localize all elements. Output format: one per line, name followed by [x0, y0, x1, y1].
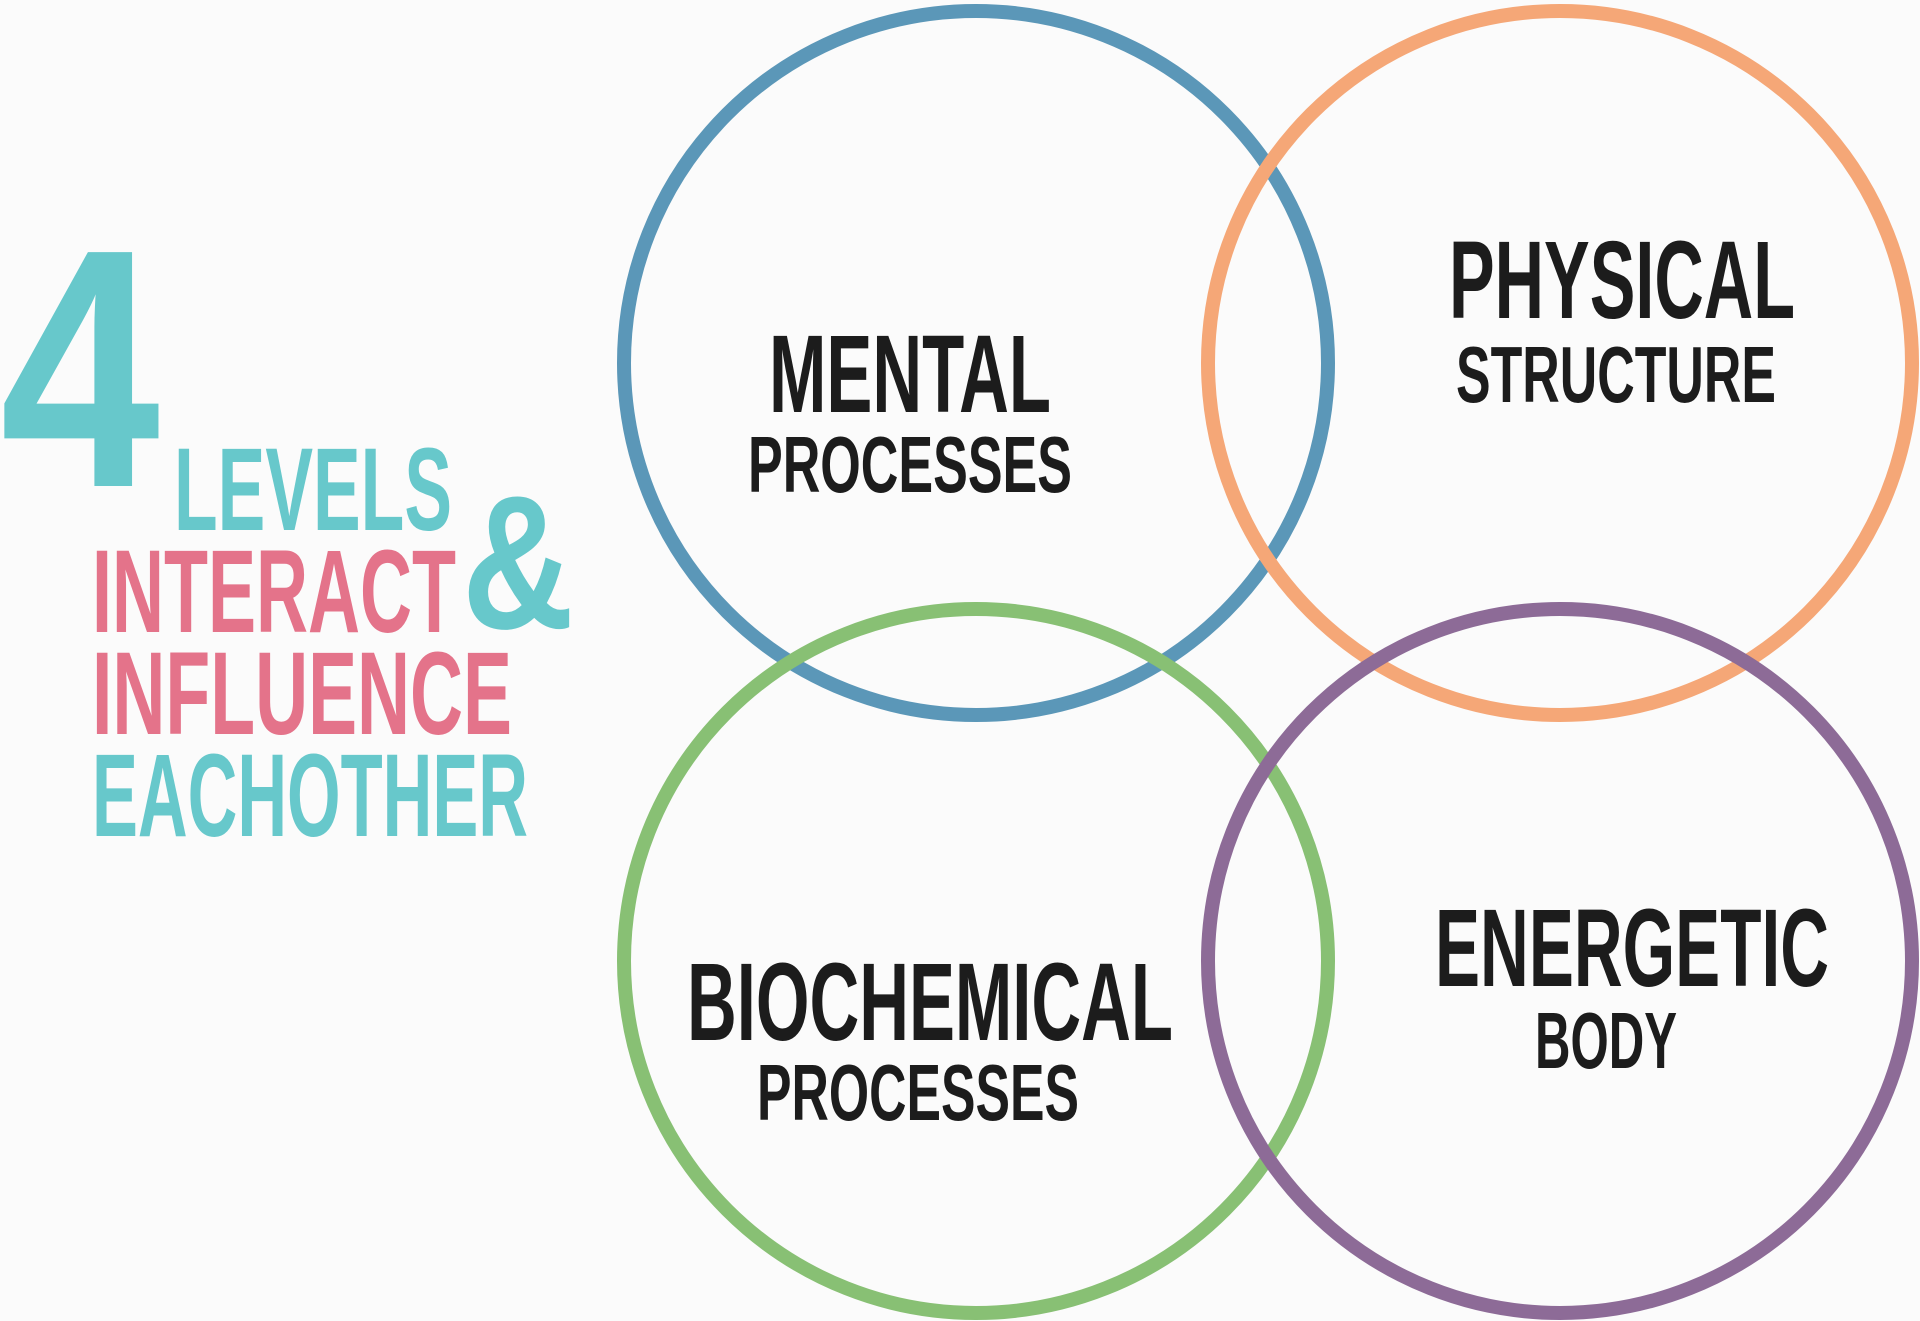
heading-ampersand: & [462, 457, 574, 669]
label-physical-subtitle: STRUCTURE [1456, 330, 1776, 419]
label-physical-title: PHYSICAL [1449, 219, 1795, 342]
circle-biochemical [617, 602, 1335, 1320]
heading-line-interact: INTERACT [92, 526, 456, 658]
label-mental-title: MENTAL [769, 313, 1051, 436]
circle-group [617, 4, 1919, 1320]
heading-line-levels: LEVELS [174, 424, 452, 556]
circle-physical [1201, 4, 1919, 722]
heading-number: 4 [0, 179, 162, 559]
label-energetic-subtitle: BODY [1535, 996, 1677, 1085]
label-energetic-title: ENERGETIC [1435, 887, 1829, 1010]
circle-labels: MENTAL PROCESSES PHYSICAL STRUCTURE BIOC… [687, 219, 1829, 1137]
label-mental-subtitle: PROCESSES [748, 420, 1072, 509]
circle-mental [617, 4, 1335, 722]
label-biochemical-subtitle: PROCESSES [757, 1048, 1079, 1137]
heading-line-influence: INFLUENCE [92, 628, 512, 760]
heading-block: 4 LEVELS INTERACT INFLUENCE EACHOTHER & [0, 179, 574, 862]
label-biochemical-title: BIOCHEMICAL [687, 941, 1173, 1064]
circle-energetic [1201, 602, 1919, 1320]
heading-line-eachother: EACHOTHER [92, 730, 528, 862]
